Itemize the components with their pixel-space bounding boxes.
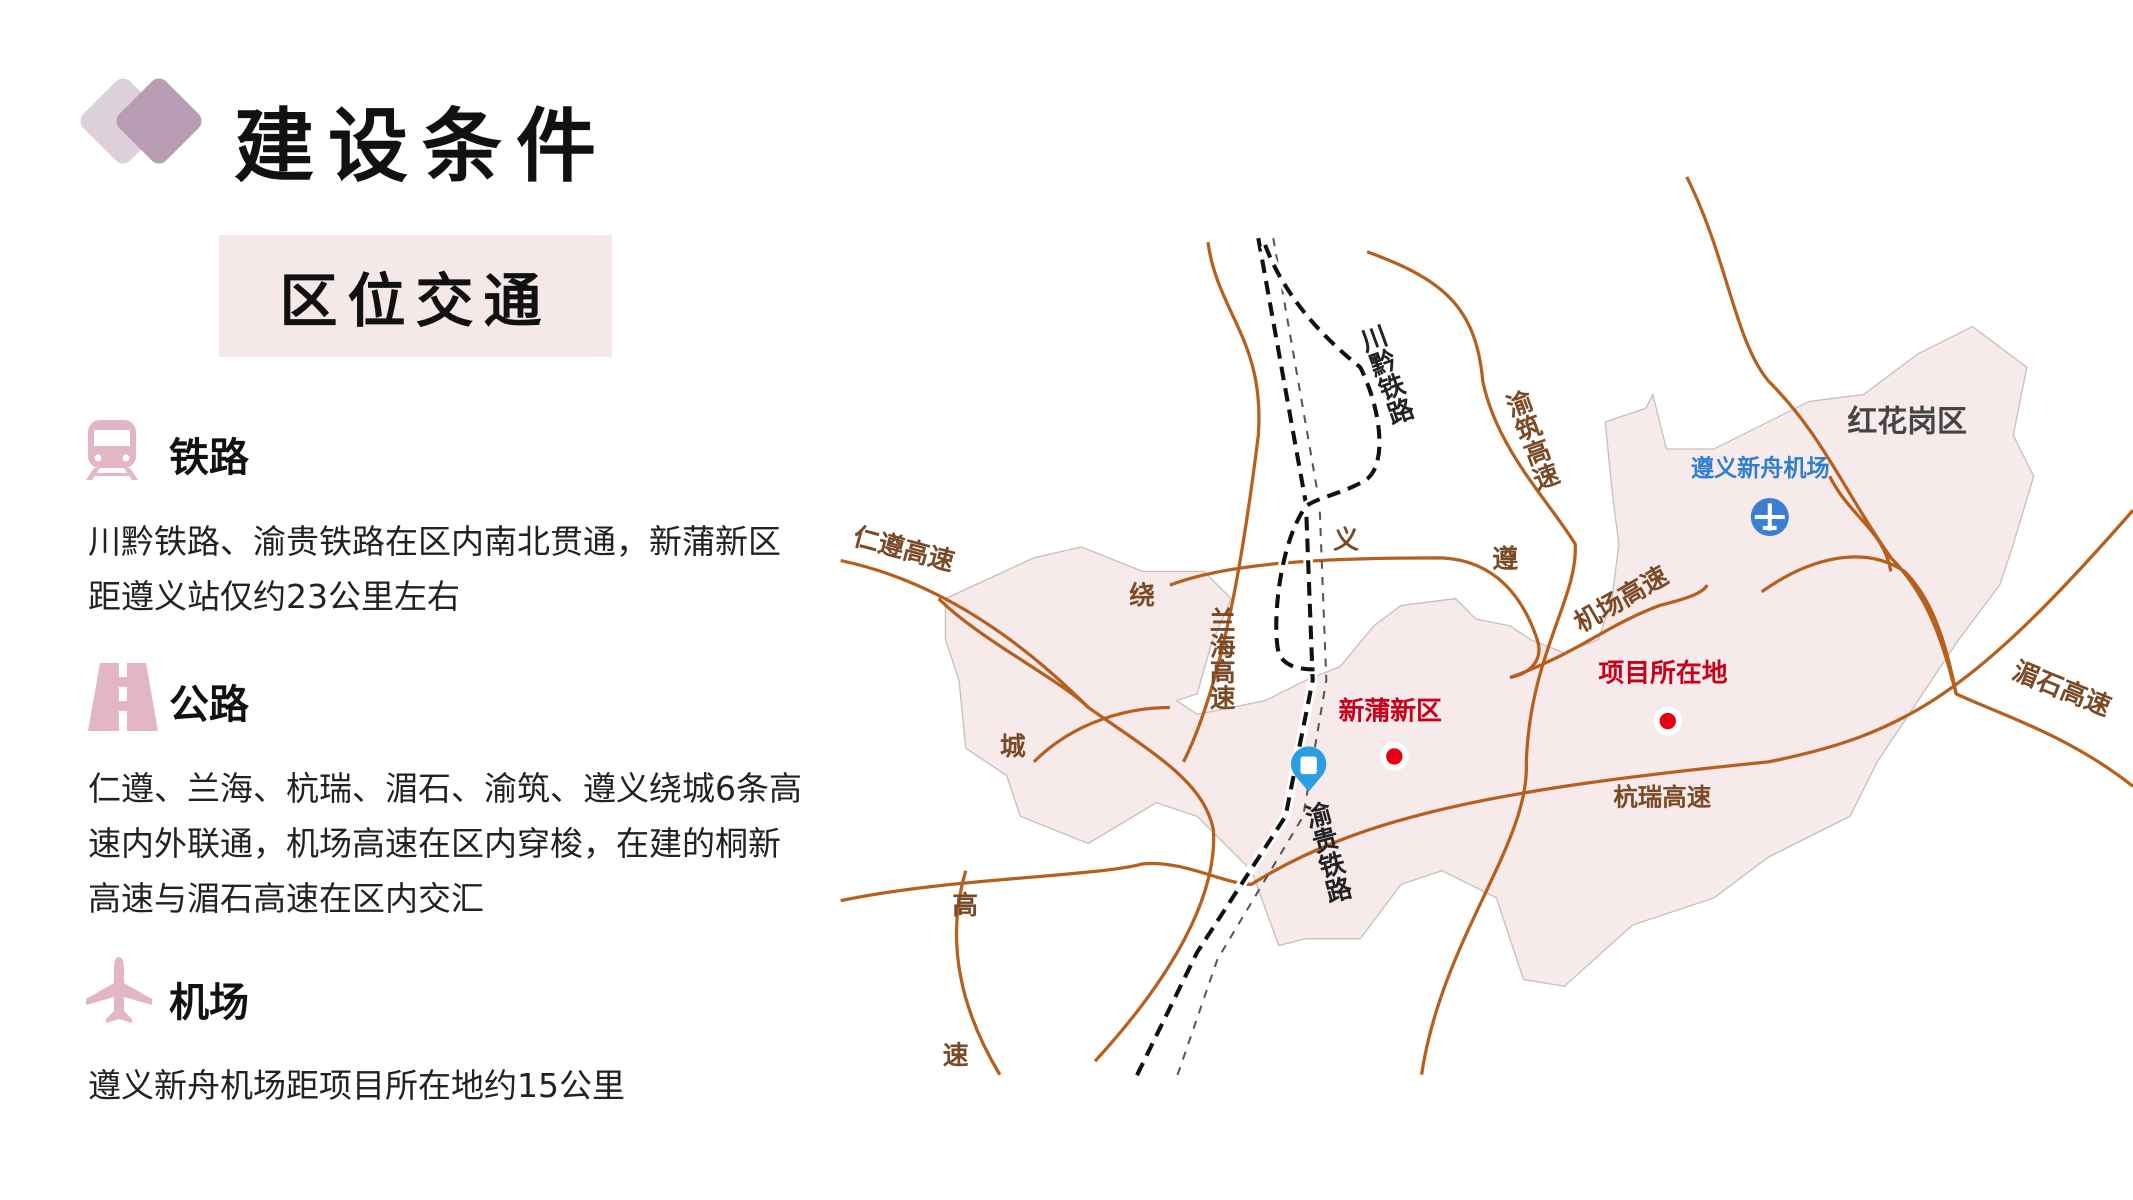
railway-text: 川黔铁路、渝贵铁路在区内南北贯通，新蒲新区距遵义站仅约23公里左右 — [88, 522, 781, 616]
road-heading: 公路 — [169, 682, 249, 728]
label-su: 速 — [943, 1041, 969, 1071]
airport-heading: 机场 — [169, 980, 249, 1026]
region-boundary — [944, 325, 2035, 988]
train-station-marker-icon — [1290, 746, 1327, 792]
label-yuzhu-highway: 渝筑高速 — [1498, 386, 1562, 495]
label-airport: 遵义新舟机场 — [1691, 455, 1830, 482]
label-yi: 义 — [1333, 525, 1359, 555]
project-location-dot — [1652, 705, 1684, 737]
airport-marker-icon — [1750, 497, 1789, 537]
road-text: 仁遵、兰海、杭瑞、湄石、渝筑、遵义绕城6条高速内外联通，机场高速在区内穿梭，在建… — [88, 769, 802, 918]
page-title: 建设条件 — [234, 99, 610, 193]
xinpu-location-dot — [1378, 740, 1410, 773]
airport-text: 遵义新舟机场距项目所在地约15公里 — [88, 1066, 625, 1105]
label-renzun-highway: 仁遵高速 — [850, 521, 958, 578]
airplane-icon — [86, 957, 152, 1023]
label-hangrui-highway: 杭瑞高速 — [1613, 782, 1711, 811]
label-xinpu: 新蒲新区 — [1339, 696, 1442, 727]
label-meishi-highway: 湄石高速 — [2008, 655, 2116, 723]
train-icon — [86, 420, 138, 480]
road-icon — [88, 663, 158, 731]
label-rao: 绕 — [1129, 580, 1155, 611]
highways — [840, 176, 2133, 1076]
label-project-site: 项目所在地 — [1598, 659, 1727, 689]
diamond-logo-icon — [80, 78, 202, 164]
label-honghuagang: 红花岗区 — [1847, 404, 1967, 439]
label-zun: 遵 — [1492, 543, 1518, 574]
label-lanhai-highway: 兰海高速 — [1205, 607, 1235, 711]
railway-heading: 铁路 — [169, 435, 249, 481]
label-cheng: 城 — [1000, 732, 1026, 762]
label-gao: 高 — [952, 890, 978, 921]
section-tab-label: 区位交通 — [279, 267, 552, 335]
section-tab: 区位交通 — [219, 235, 612, 357]
railways — [1131, 237, 1385, 1080]
